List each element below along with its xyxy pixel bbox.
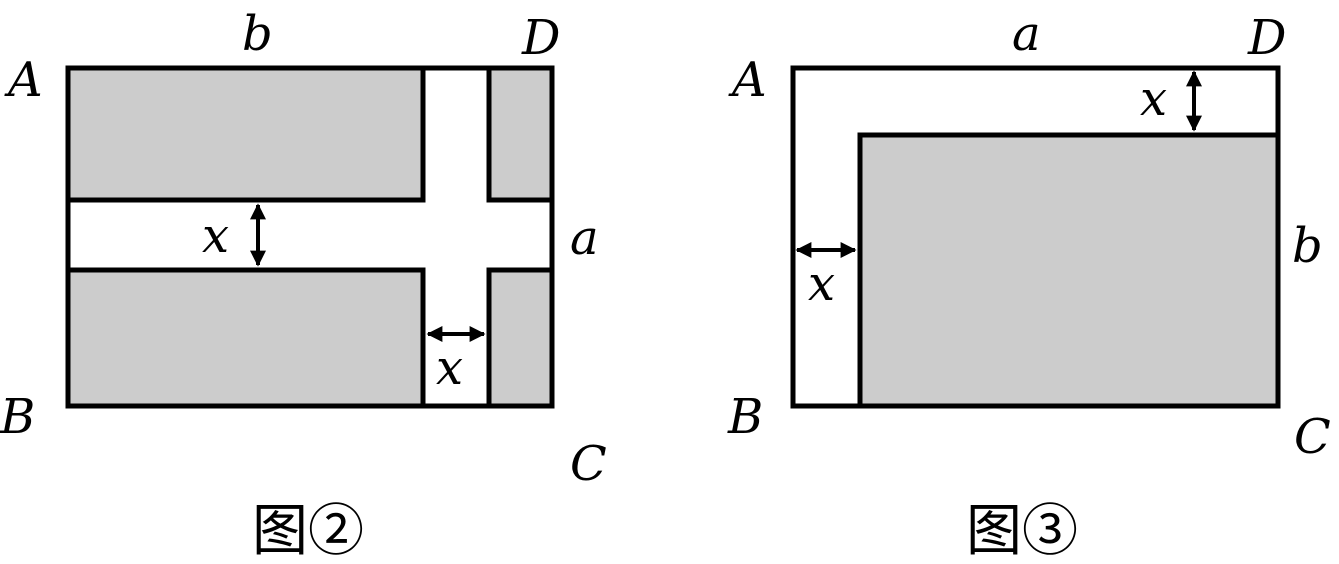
fig2-shaded-region-bottom-left xyxy=(68,270,423,406)
fig3-right-side-label: b xyxy=(1292,218,1323,274)
fig2-vertex-a-label: A xyxy=(4,52,43,108)
fig2-vertex-d-label: D xyxy=(521,10,560,66)
fig2-shaded-region-bottom-right xyxy=(489,270,552,406)
fig3-strip-width-label-left: x xyxy=(808,256,835,312)
fig2-vertex-c-label: C xyxy=(570,436,607,492)
figure-3: A B C D a b x x 图③ xyxy=(727,6,1331,564)
fig3-caption: 图③ xyxy=(966,499,1078,564)
fig3-vertex-d-label: D xyxy=(1247,10,1286,66)
fig2-road-edge-top-right xyxy=(486,65,555,203)
fig3-strip-width-label-top: x xyxy=(1140,71,1167,127)
fig2-road-width-label-vertical: x xyxy=(436,340,463,396)
fig2-shaded-region-top-left xyxy=(68,68,423,200)
fig2-road-width-label-horizontal: x xyxy=(202,208,229,264)
fig2-caption: 图② xyxy=(252,499,364,564)
figure-2: A B C D b a x x 图② xyxy=(0,6,607,564)
fig2-road-edge-bottom-left xyxy=(65,267,426,409)
fig2-outer-rectangle xyxy=(65,65,555,409)
fig2-top-side-label: b xyxy=(242,6,273,62)
fig3-top-side-label: a xyxy=(1012,6,1041,62)
fig2-right-side-label: a xyxy=(570,210,599,266)
fig3-shaded-region xyxy=(860,135,1278,406)
fig3-vertex-b-label: B xyxy=(727,389,763,445)
fig2-road-edge-top-left xyxy=(65,65,426,203)
fig3-vertex-a-label: A xyxy=(728,52,767,108)
fig2-road-edge-bottom-right xyxy=(486,267,555,409)
fig3-outer-rectangle xyxy=(790,65,1281,409)
fig2-shaded-region-top-right xyxy=(489,68,552,200)
fig3-strip-edge xyxy=(857,132,1281,409)
fig2-vertex-b-label: B xyxy=(0,389,35,445)
fig3-vertex-c-label: C xyxy=(1294,409,1331,465)
